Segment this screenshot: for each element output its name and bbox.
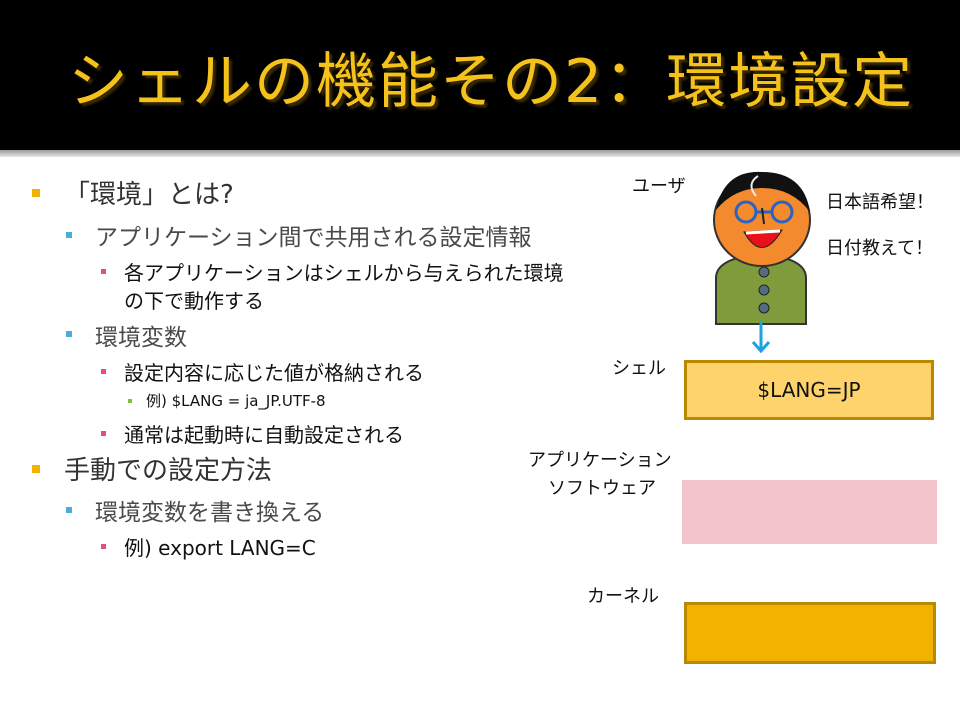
bullet-text: 例) $LANG = ja_JP.UTF-8 — [146, 392, 326, 410]
user-button — [758, 284, 770, 296]
user-hair-curl — [750, 175, 759, 197]
shell-value: $LANG=JP — [757, 378, 861, 402]
bullet-text: 「環境」とは? — [64, 180, 234, 210]
bullet-marker — [32, 465, 40, 473]
application-box — [682, 480, 937, 544]
kernel-box — [684, 602, 936, 664]
bullet-marker — [66, 331, 72, 337]
bullet-text: 環境変数 — [95, 325, 187, 351]
bullet-text: の下で動作する — [124, 289, 264, 313]
bullet-text: アプリケーション間で共用される設定情報 — [95, 225, 532, 251]
bullet-marker — [101, 431, 106, 436]
app-label-line: アプリケーション — [528, 450, 672, 471]
kernel-label: カーネル — [587, 586, 659, 607]
speech-line: 日付教えて！ — [826, 238, 934, 259]
user-button — [758, 302, 770, 314]
bullet-marker — [66, 232, 72, 238]
user-label: ユーザ — [632, 176, 686, 197]
bullet-marker — [101, 269, 106, 274]
user-nose — [761, 207, 765, 225]
bullet-marker — [101, 369, 106, 374]
bullet-text: 通常は起動時に自動設定される — [124, 423, 404, 447]
bullet-list: 「環境」とは? アプリケーション間で共用される設定情報 各アプリケーションはシェ… — [32, 180, 564, 560]
bullet-marker — [128, 399, 132, 403]
user-button — [758, 266, 770, 278]
app-label-line: ソフトウェア — [548, 478, 656, 499]
bullet-text: 手動での設定方法 — [64, 456, 273, 486]
bullet-text: 例) export LANG=C — [124, 536, 316, 560]
shell-label: シェル — [612, 358, 666, 379]
bullet-text: 設定内容に応じた値が格納される — [124, 361, 424, 385]
user-figure — [713, 171, 811, 325]
bullet-marker — [101, 544, 106, 549]
arrow-down-icon — [751, 322, 771, 354]
bullet-text: 環境変数を書き換える — [95, 500, 325, 526]
shell-box: $LANG=JP — [684, 360, 934, 420]
bullet-text: 各アプリケーションはシェルから与えられた環境 — [124, 261, 564, 285]
user-hair — [716, 171, 810, 212]
user-mouth — [743, 229, 783, 248]
slide-title: シェルの機能その2：環境設定 — [68, 47, 915, 117]
bullet-marker — [66, 507, 72, 513]
title-divider — [0, 150, 960, 157]
bullet-marker — [32, 189, 40, 197]
speech-line: 日本語希望！ — [826, 192, 934, 213]
title-bar: シェルの機能その2：環境設定 — [0, 0, 960, 150]
